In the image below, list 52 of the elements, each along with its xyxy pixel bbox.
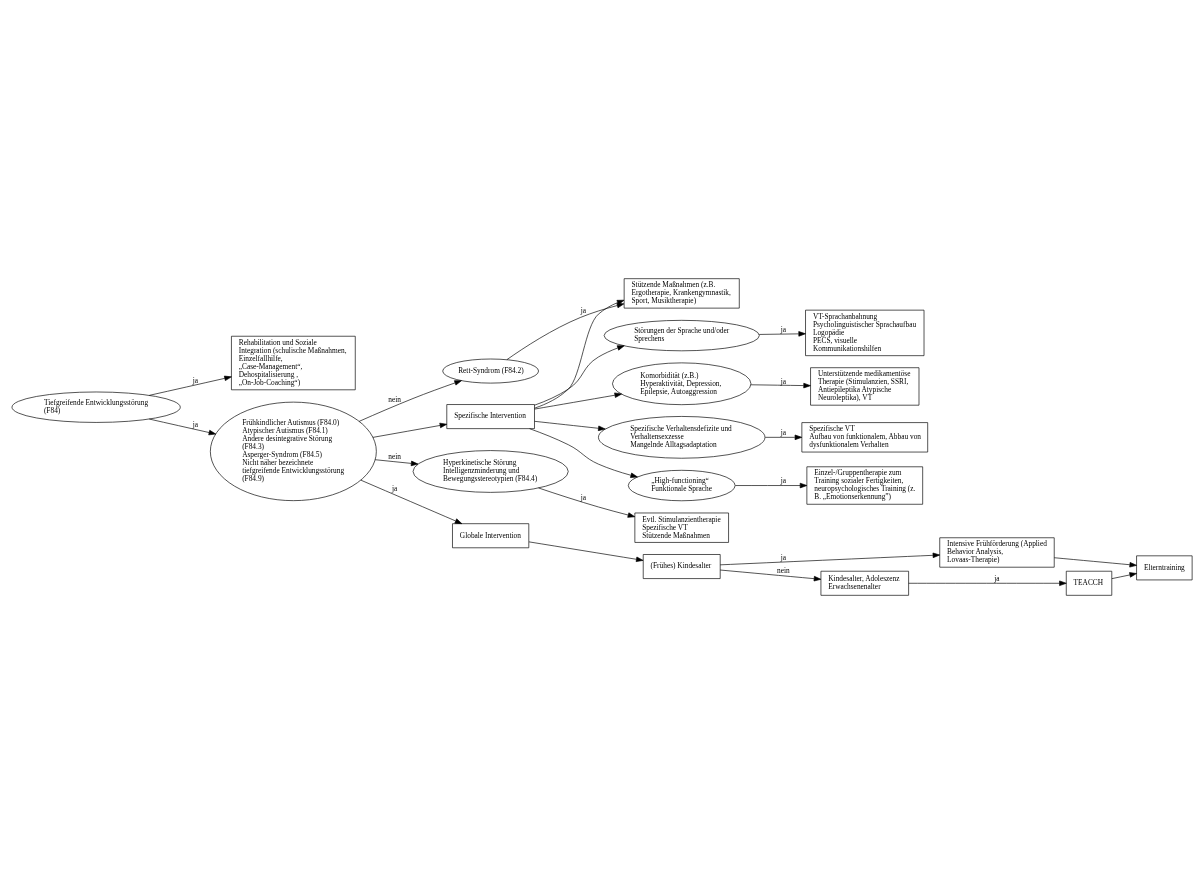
edge-label: ja (780, 376, 787, 386)
edge-label: ja (780, 325, 787, 335)
node-box: Einzel-/Gruppentherapie zum Training sozialer Fertigkeiten, neuropsychologisches Training (z. B. „Emotionserkennung”) (806, 466, 923, 505)
edge-label: ja (780, 553, 787, 563)
node-box: VT-Sprachanbahnung Psycholinguistischer Sprachaufbau Logopädie PECS, visuelle Kommunikationshilfen (805, 309, 925, 356)
arrow (148, 375, 232, 396)
node-box: Kindesalter, Adoleszenz Erwachsenenalter (820, 570, 909, 596)
edge-label: ja (580, 306, 586, 316)
arrow (538, 487, 636, 518)
arrow (1054, 557, 1137, 568)
node-box: Spezifische Intervention (446, 404, 535, 429)
arrow (908, 580, 1067, 586)
arrow (372, 422, 448, 438)
node-box: Unterstützende medikamentöse Therapie (Stimulanzien, SSRI, Antiepileptika Atypische Neuroleptika), VT (810, 367, 920, 406)
node-box: Intensive Frühförderung (Applied Behavior Analysis, Lovaas-Therapie) (939, 537, 1055, 568)
node-box: Evtl. Stimulanzientherapie Spezifische VT Stützende Maßnahmen (634, 512, 729, 543)
edge-label: ja (192, 420, 199, 430)
node-box: Globale Intervention (452, 523, 530, 549)
arrow (528, 541, 644, 562)
arrow (534, 345, 625, 406)
arrow (719, 569, 822, 582)
edge-label: nein (388, 394, 401, 404)
arrow (534, 421, 606, 431)
edge-label: nein (777, 566, 790, 576)
edge-label: ja (391, 484, 398, 494)
node-box: Stützende Maßnahmen (z.B. Ergotherapie, Krankengymnastik, Sport, Musiktherapie) (623, 278, 740, 309)
node-box: (Frühes) Kindesalter (642, 554, 721, 579)
arrow (360, 479, 463, 524)
edge-label: ja (580, 493, 586, 503)
edge-label: ja (780, 476, 787, 486)
arrow (1111, 572, 1137, 579)
arrow (358, 380, 462, 422)
edge-label: ja (780, 428, 787, 438)
node-box: TEACCH (1065, 570, 1113, 596)
node-box: Spezifische VT Aufbau von funktionalem, Abbau von dysfunktionalem Verhalten (801, 422, 929, 453)
node-box: Rehabilitation und Soziale Integration (schulische Maßnahmen, Einzelfallhilfe, „Case-Management“, Dehospitalisierung , „On-Job-Coaching“) (231, 335, 356, 391)
edge-label: ja (192, 375, 199, 385)
node-box: Elterntraining (1136, 555, 1193, 581)
arrow (374, 459, 419, 467)
edge-label: ja (994, 574, 1000, 584)
arrow (506, 302, 625, 360)
edge-label: nein (388, 452, 401, 462)
arrow (758, 331, 806, 337)
arrow (534, 299, 625, 409)
arrow (719, 552, 941, 566)
arrow (750, 382, 811, 389)
arrow (735, 482, 808, 489)
arrow (529, 428, 638, 478)
arrow (534, 392, 622, 410)
node-ellipse: Tiefgreifende Entwicklungsstörung (F84) (11, 391, 181, 423)
arrow (764, 434, 803, 440)
arrow (148, 418, 217, 436)
